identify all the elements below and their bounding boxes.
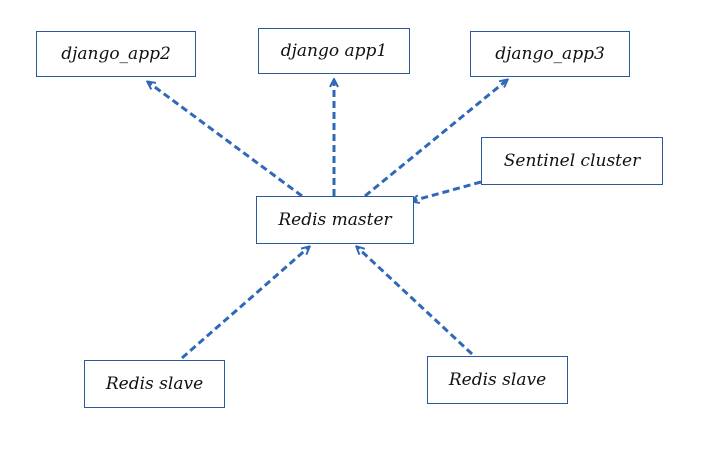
edge-sentinel-to-master [412,180,482,201]
node-label: django_app3 [495,44,605,64]
node-django-app2: django_app2 [36,31,196,77]
node-label: Sentinel cluster [503,151,641,171]
node-sentinel-cluster: Sentinel cluster [481,137,663,185]
node-django-app1: django app1 [258,28,410,74]
edge-slave-left-to-master [181,247,309,360]
node-label: django_app2 [61,44,171,64]
node-label: Redis slave [448,370,547,390]
edge-master-to-django-app2 [148,82,303,198]
node-redis-slave-left: Redis slave [84,360,225,408]
node-redis-master: Redis master [256,196,414,244]
node-label: django app1 [280,41,388,61]
edge-master-to-django-app3 [364,80,507,198]
edge-slave-right-to-master [357,247,474,356]
node-django-app3: django_app3 [470,31,630,77]
node-label: Redis slave [105,374,204,394]
node-label: Redis master [278,210,392,230]
node-redis-slave-right: Redis slave [427,356,568,404]
